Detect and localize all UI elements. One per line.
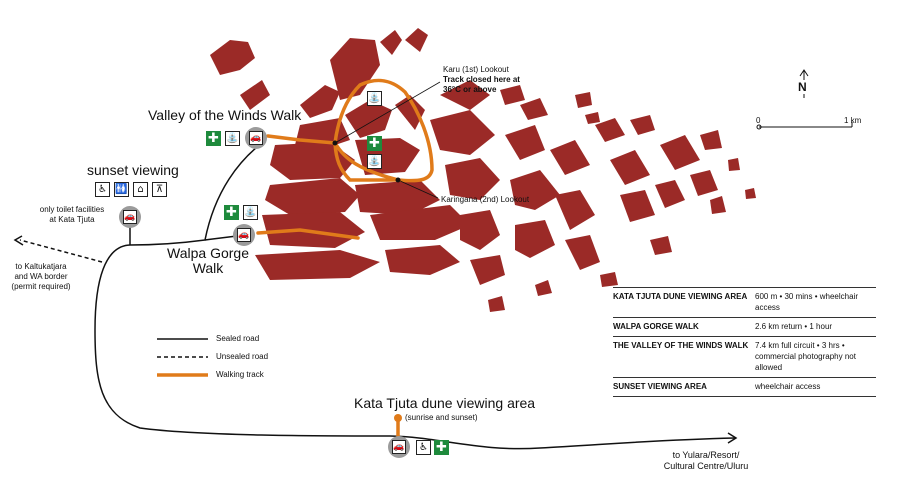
car-park-valley: 🚗: [245, 127, 267, 149]
info-row-detail: 600 m • 30 mins • wheelchair access: [755, 292, 858, 312]
toilets-icon: 🚻: [114, 182, 129, 197]
walk-info-table: KATA TJUTA DUNE VIEWING AREA 600 m • 30 m…: [613, 287, 876, 397]
karu-leader-line: [334, 81, 441, 144]
picnic-icon: ⊼: [152, 182, 167, 197]
wheelchair-icon: ♿: [416, 440, 431, 455]
info-row: KATA TJUTA DUNE VIEWING AREA 600 m • 30 m…: [613, 287, 876, 318]
info-row-detail: wheelchair access: [755, 382, 821, 391]
legend-unsealed-label: Unsealed road: [216, 352, 269, 361]
car-icon: 🚗: [392, 440, 406, 454]
info-row-name: WALPA GORGE WALK: [613, 322, 699, 331]
first-aid-icon: ✚: [206, 131, 221, 146]
car-icon: 🚗: [237, 228, 251, 242]
water-tap-icon: ⛲: [367, 154, 382, 169]
water-tap-icon: ⛲: [225, 131, 240, 146]
kaltukatjara-line-2: and WA border: [14, 272, 68, 281]
unsealed-road: [19, 239, 103, 263]
karingana-leader-line: [397, 179, 439, 199]
legend-sealed-label: Sealed road: [216, 334, 260, 343]
walpa-gorge-line-2: Walk: [192, 260, 224, 276]
car-park-walpa: 🚗: [233, 224, 255, 246]
kaltukatjara-line-1: to Kaltukatjara: [15, 262, 67, 271]
scale-end-label: 1 km: [844, 116, 862, 125]
dune-viewpoint: [394, 414, 402, 422]
walk-info-body: KATA TJUTA DUNE VIEWING AREA 600 m • 30 m…: [613, 287, 876, 397]
karu-line-1: Karu (1st) Lookout: [443, 65, 509, 74]
wheelchair-icon: ♿: [95, 182, 110, 197]
info-row-detail: 2.6 km return • 1 hour: [755, 322, 833, 331]
info-row-name: KATA TJUTA DUNE VIEWING AREA: [613, 292, 748, 301]
water-tap-icon: ⛲: [367, 91, 382, 106]
karingana-lookout-label: Karingana (2nd) Lookout: [441, 195, 530, 204]
toilet-note: only toilet facilities at Kata Tjuta: [34, 205, 110, 225]
north-label: N: [798, 80, 807, 94]
scale-bar: [756, 122, 853, 130]
shelter-icon: ⌂: [133, 182, 148, 197]
arrow-east-icon: [727, 432, 738, 444]
dune-note-label: (sunrise and sunset): [405, 413, 478, 422]
info-row-name: SUNSET VIEWING AREA: [613, 382, 707, 391]
toilet-note-line-1: only toilet facilities: [39, 205, 105, 214]
first-aid-icon: ✚: [367, 136, 382, 151]
car-icon: 🚗: [123, 210, 137, 224]
kaltukatjara-line-3: (permit required): [11, 282, 71, 291]
walking-tracks: [256, 78, 434, 442]
car-park-dune: 🚗: [388, 436, 410, 458]
legend-walking-label: Walking track: [216, 370, 264, 379]
first-aid-icon: ✚: [224, 205, 239, 220]
arrow-west-icon: [13, 235, 24, 246]
karu-lookout-label: Karu (1st) Lookout Track closed here at …: [443, 65, 520, 95]
info-row: SUNSET VIEWING AREA wheelchair access: [613, 377, 876, 397]
car-icon: 🚗: [249, 131, 263, 145]
info-row-name: THE VALLEY OF THE WINDS WALK: [613, 341, 749, 350]
car-park-sunset: 🚗: [119, 206, 141, 228]
kaltukatjara-label: to Kaltukatjara and WA border (permit re…: [4, 262, 78, 292]
first-aid-icon: ✚: [434, 440, 449, 455]
info-row: WALPA GORGE WALK 2.6 km return • 1 hour: [613, 317, 876, 337]
karu-line-3: 36°C or above: [443, 85, 497, 94]
dune-area-label: Kata Tjuta dune viewing area: [354, 395, 536, 411]
info-row-detail: 7.4 km full circuit • 3 hrs • commercial…: [755, 341, 856, 372]
valley-walk-label: Valley of the Winds Walk: [148, 107, 302, 123]
scale-start-label: 0: [756, 116, 761, 125]
toilet-note-line-2: at Kata Tjuta: [49, 215, 95, 224]
info-row: THE VALLEY OF THE WINDS WALK 7.4 km full …: [613, 336, 876, 378]
walpa-gorge-line-1: Walpa Gorge: [167, 245, 249, 261]
walpa-gorge-label: Walpa Gorge Walk: [158, 246, 258, 276]
yulara-label: to Yulara/Resort/ Cultural Centre/Uluru: [652, 450, 760, 472]
karu-line-2: Track closed here at: [443, 75, 520, 84]
sunset-viewing-label: sunset viewing: [87, 162, 179, 178]
yulara-line-1: to Yulara/Resort/: [672, 450, 740, 460]
yulara-line-2: Cultural Centre/Uluru: [663, 461, 749, 471]
water-tap-icon: ⛲: [243, 205, 258, 220]
